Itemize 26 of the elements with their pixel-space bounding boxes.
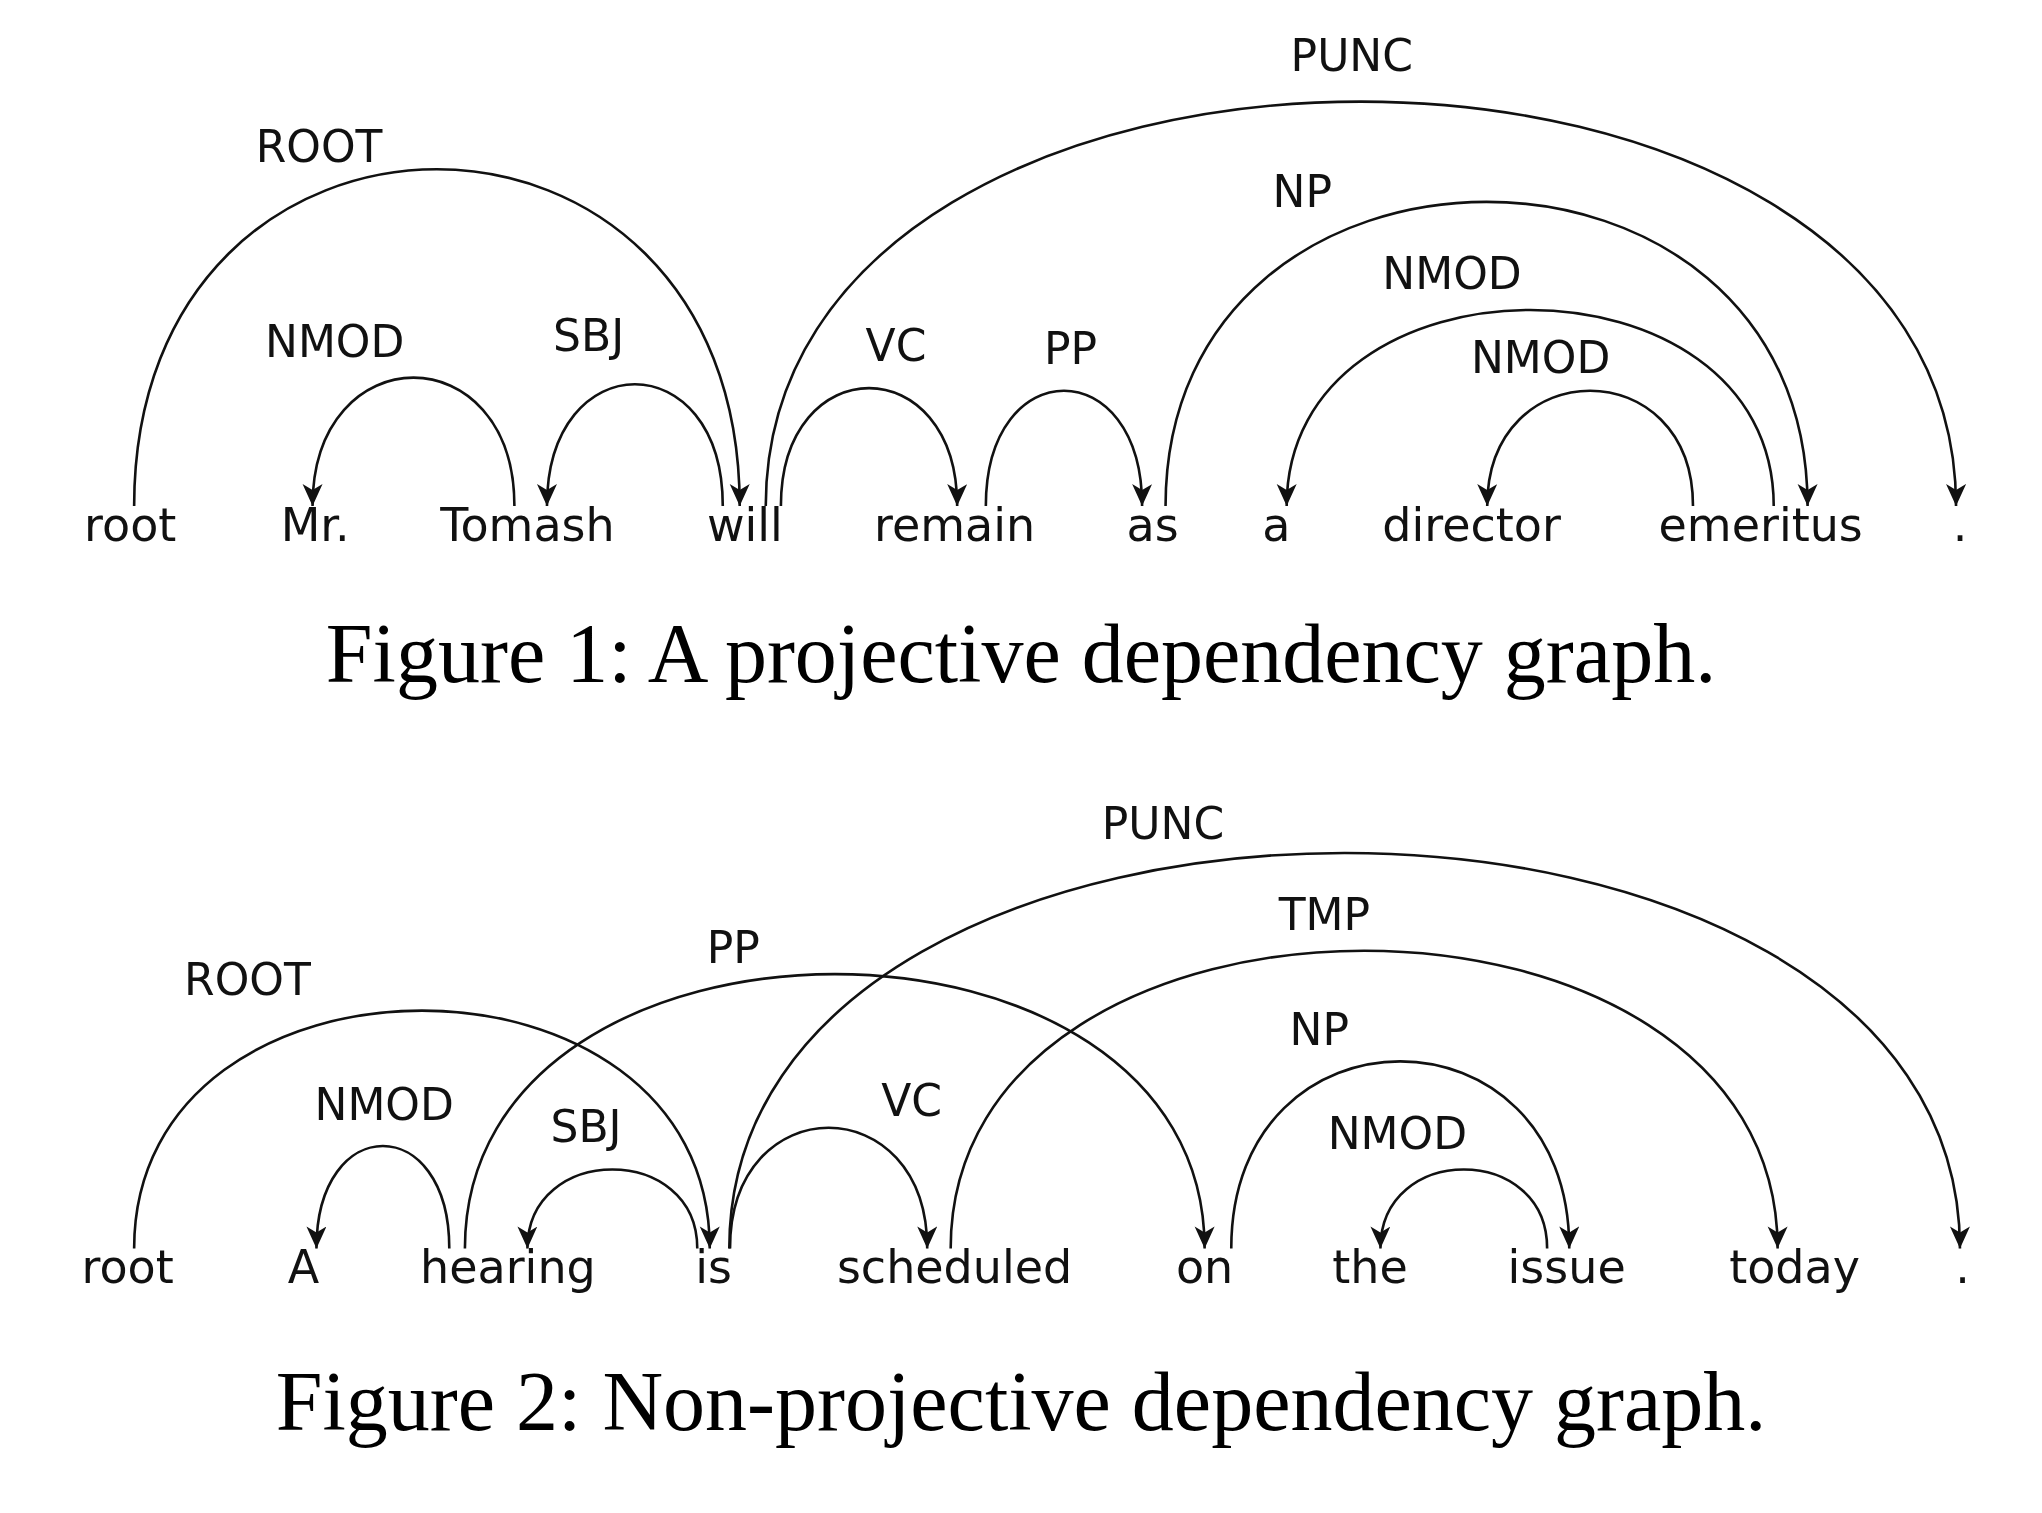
word-token: hearing	[420, 1242, 596, 1293]
word-token: emeritus	[1658, 500, 1863, 551]
word-token: on	[1175, 1242, 1234, 1293]
word-token: .	[1955, 1242, 1970, 1293]
word-token: director	[1382, 500, 1561, 551]
dependency-arc	[132, 168, 748, 507]
figure-caption: Figure 1: A projective dependency graph.	[325, 606, 1717, 700]
word-token: a	[1262, 500, 1291, 551]
word-token: is	[695, 1242, 733, 1293]
word-token: scheduled	[836, 1242, 1073, 1293]
word-token: root	[84, 500, 177, 551]
figure-caption: Figure 2: Non-projective dependency graph.	[275, 1355, 1767, 1449]
dependency-arc	[308, 1144, 451, 1249]
word-token: Mr.	[280, 500, 350, 551]
word-token: issue	[1507, 1242, 1626, 1293]
word-token: remain	[874, 500, 1036, 551]
word-token: today	[1729, 1242, 1860, 1293]
word-token: will	[706, 500, 783, 551]
word-token: .	[1952, 500, 1968, 551]
word-token: as	[1126, 500, 1179, 551]
word-token: root	[81, 1242, 174, 1293]
word-token: A	[287, 1242, 320, 1293]
dependency-arc	[539, 383, 725, 507]
word-token: the	[1332, 1242, 1408, 1293]
word-token: Tomash	[440, 500, 615, 551]
dependency-arc	[304, 376, 516, 507]
